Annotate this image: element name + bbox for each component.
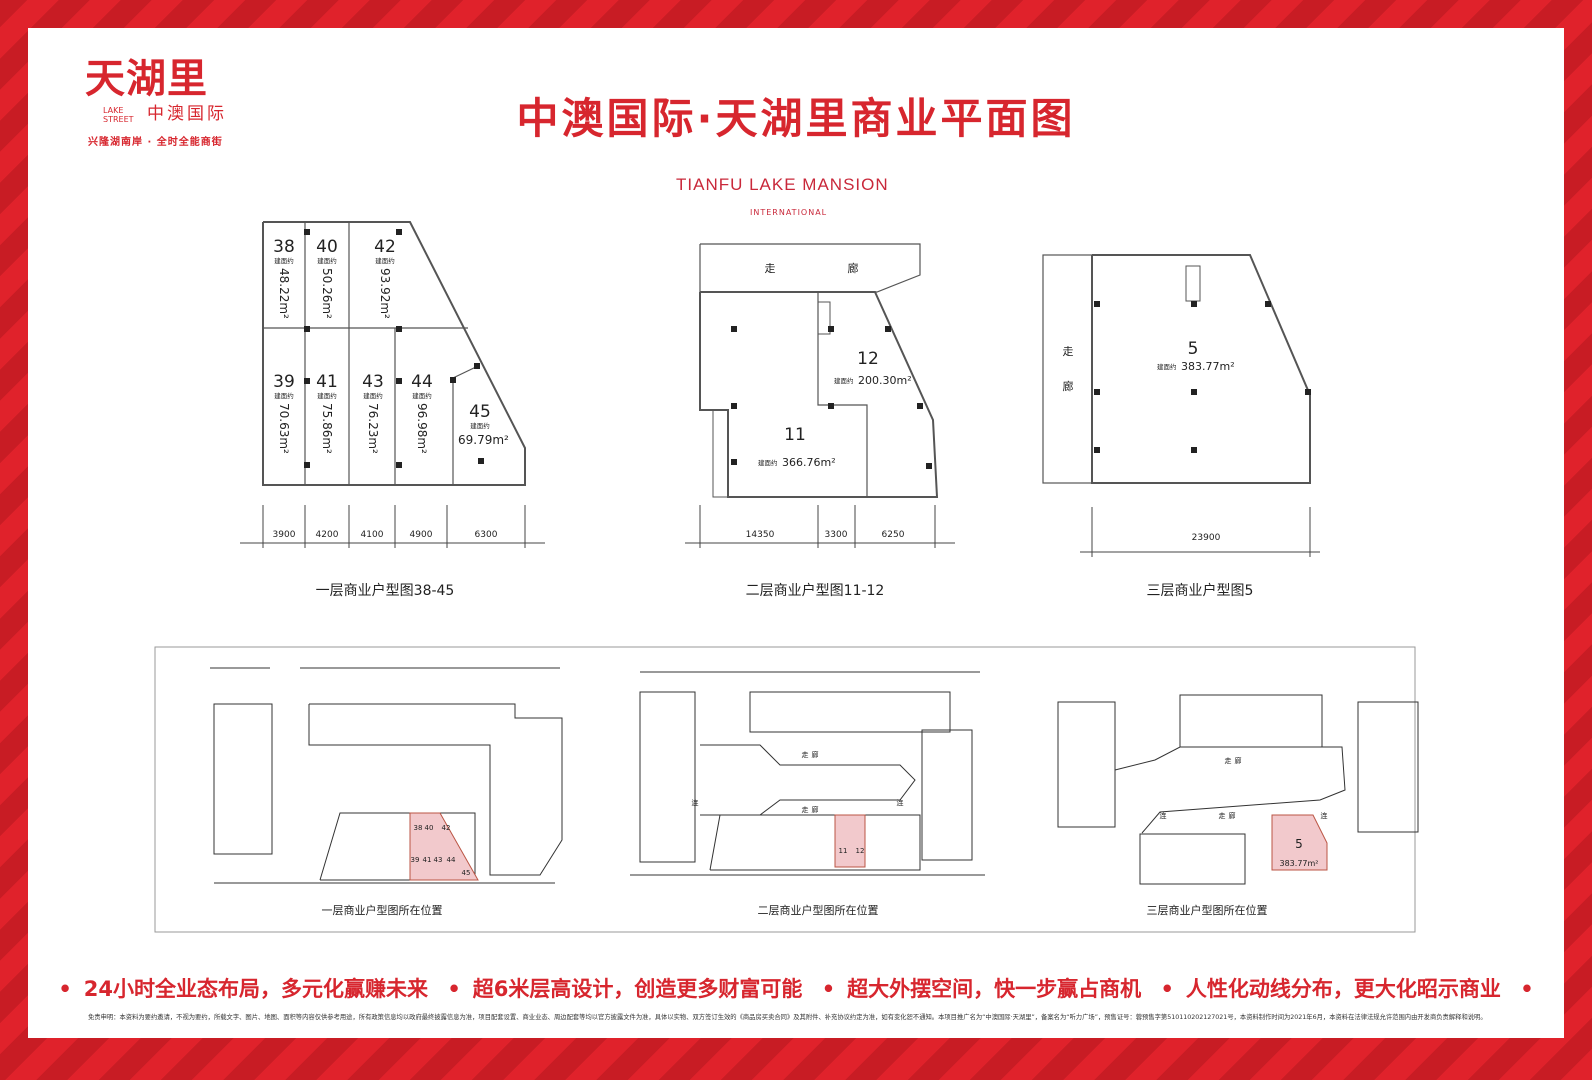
loc-unit: 44: [447, 856, 456, 864]
corridor-label: 廊: [848, 261, 859, 275]
loc-unit: 11: [839, 847, 848, 855]
link-label: 连: [1160, 811, 1167, 820]
page-title: 中澳国际·天湖里商业平面图: [516, 94, 1076, 143]
corridor-label: 走: [1063, 345, 1074, 358]
dim: 4900: [410, 530, 433, 540]
corridor-label: 走: [1225, 757, 1232, 765]
logo-main: 天湖里: [85, 56, 208, 102]
location-caption-2: 二层商业户型图所在位置: [758, 903, 879, 917]
structural-columns: [304, 229, 1311, 469]
area-label: 建面约: [317, 256, 337, 265]
loc-unit: 42: [442, 824, 451, 832]
location-plan-3: [1057, 694, 1419, 885]
unit-43-number: 43: [362, 372, 384, 392]
slogan-2: 超6米层高设计，创造更多财富可能: [472, 977, 803, 1001]
loc-unit: 43: [434, 856, 443, 864]
brand-name: TIANFU LAKE MANSION: [676, 175, 889, 194]
unit-5-area: 383.77m²: [1181, 360, 1235, 373]
location-panel: [154, 646, 1416, 933]
slogan-4: 人性化动线分布，更大化昭示商业: [1185, 977, 1501, 1001]
corridor-label: 走: [765, 262, 776, 275]
area-label: 建面约: [758, 458, 778, 467]
plan3-caption: 三层商业户型图5: [1147, 582, 1254, 599]
link-label: 连: [897, 798, 904, 807]
unit-41-area: 75.86m²: [320, 403, 334, 454]
unit-12-area: 200.30m²: [858, 374, 912, 387]
corridor-label: 廊: [812, 750, 819, 759]
dim: 4200: [316, 530, 339, 540]
unit-11-number: 11: [784, 425, 806, 445]
loc-unit: 12: [856, 847, 865, 855]
loc-unit: 38: [414, 824, 423, 832]
logo-en: LAKE STREET: [103, 106, 134, 124]
plan2-caption: 二层商业户型图11-12: [746, 582, 885, 599]
dim: 14350: [746, 530, 775, 540]
unit-39-number: 39: [273, 372, 295, 392]
plan3-outline: [1042, 254, 1311, 484]
area-label: 建面约: [363, 391, 383, 400]
brand-sub: INTERNATIONAL: [750, 208, 828, 217]
unit-38-number: 38: [273, 237, 295, 257]
dimension-lines: [240, 505, 1320, 557]
area-label: 建面约: [375, 256, 395, 265]
area-label: 建面约: [274, 391, 294, 400]
corridor-label: 廊: [1235, 756, 1242, 765]
unit-12-number: 12: [857, 349, 879, 369]
location-caption-3: 三层商业户型图所在位置: [1147, 903, 1268, 917]
corridor-label: 廊: [1229, 811, 1236, 820]
corridor-label: 走: [802, 806, 809, 814]
unit-38-area: 48.22m²: [277, 268, 291, 319]
area-label: 建面约: [412, 391, 432, 400]
corridor-label: 走: [1219, 812, 1226, 820]
plan2-outline: [699, 243, 939, 498]
unit-39-area: 70.63m²: [277, 403, 291, 454]
unit-44-number: 44: [411, 372, 433, 392]
corridor-label: 廊: [1063, 379, 1074, 393]
slogans: •24小时全业态布局，多元化赢赚未来 •超6米层高设计，创造更多财富可能 •超大…: [58, 977, 1534, 1001]
dim: 3900: [273, 530, 296, 540]
dim: 23900: [1192, 533, 1221, 543]
unit-44-area: 96.98m²: [415, 403, 429, 454]
unit-45-area: 69.79m²: [458, 433, 509, 447]
loc-unit-5-area: 383.77m²: [1280, 859, 1319, 868]
unit-42-area: 93.92m²: [378, 268, 392, 319]
slogan-3: 超大外摆空间，快一步赢占商机: [847, 977, 1142, 1001]
unit-40-area: 50.26m²: [320, 268, 334, 319]
unit-11-area: 366.76m²: [782, 456, 836, 469]
loc-unit-5: 5: [1295, 837, 1303, 851]
logo-tagline: 兴隆湖南岸 · 全时全能商街: [88, 137, 223, 148]
unit-41-number: 41: [316, 372, 338, 392]
plan1-caption: 一层商业户型图38-45: [316, 582, 455, 599]
corridor-label: 廊: [812, 805, 819, 814]
area-label: 建面约: [274, 256, 294, 265]
unit-5-number: 5: [1188, 339, 1199, 359]
link-label: 连: [1321, 811, 1328, 820]
disclaimer: 免责申明：本资料为要约邀请，不视为要约，所载文字、图片、地图、面积等内容仅供参考…: [88, 1014, 1487, 1021]
location-caption-1: 一层商业户型图所在位置: [322, 903, 443, 917]
dim: 3300: [825, 530, 848, 540]
loc-unit: 39: [411, 856, 420, 864]
area-label: 建面约: [317, 391, 337, 400]
unit-42-number: 42: [374, 237, 396, 257]
highlighted-units: [409, 812, 1328, 881]
plan1-outline: [262, 221, 526, 486]
loc-unit: 40: [425, 824, 434, 832]
dim: 4100: [361, 530, 384, 540]
unit-43-area: 76.23m²: [366, 403, 380, 454]
loc-unit: 41: [423, 856, 432, 864]
link-label: 连: [692, 798, 699, 807]
area-label: 建面约: [834, 376, 854, 385]
dim: 6250: [882, 530, 905, 540]
slogan-1: 24小时全业态布局，多元化赢赚未来: [83, 977, 429, 1001]
area-label: 建面约: [1157, 362, 1177, 371]
unit-40-number: 40: [316, 237, 338, 257]
dim: 6300: [475, 530, 498, 540]
loc-unit: 45: [462, 869, 471, 877]
logo-sub: 中澳国际: [147, 104, 227, 124]
location-plan-2: [630, 671, 985, 876]
corridor-label: 走: [802, 751, 809, 759]
area-label: 建面约: [470, 421, 490, 430]
location-plan-1: [210, 667, 563, 884]
unit-45-number: 45: [469, 402, 491, 422]
